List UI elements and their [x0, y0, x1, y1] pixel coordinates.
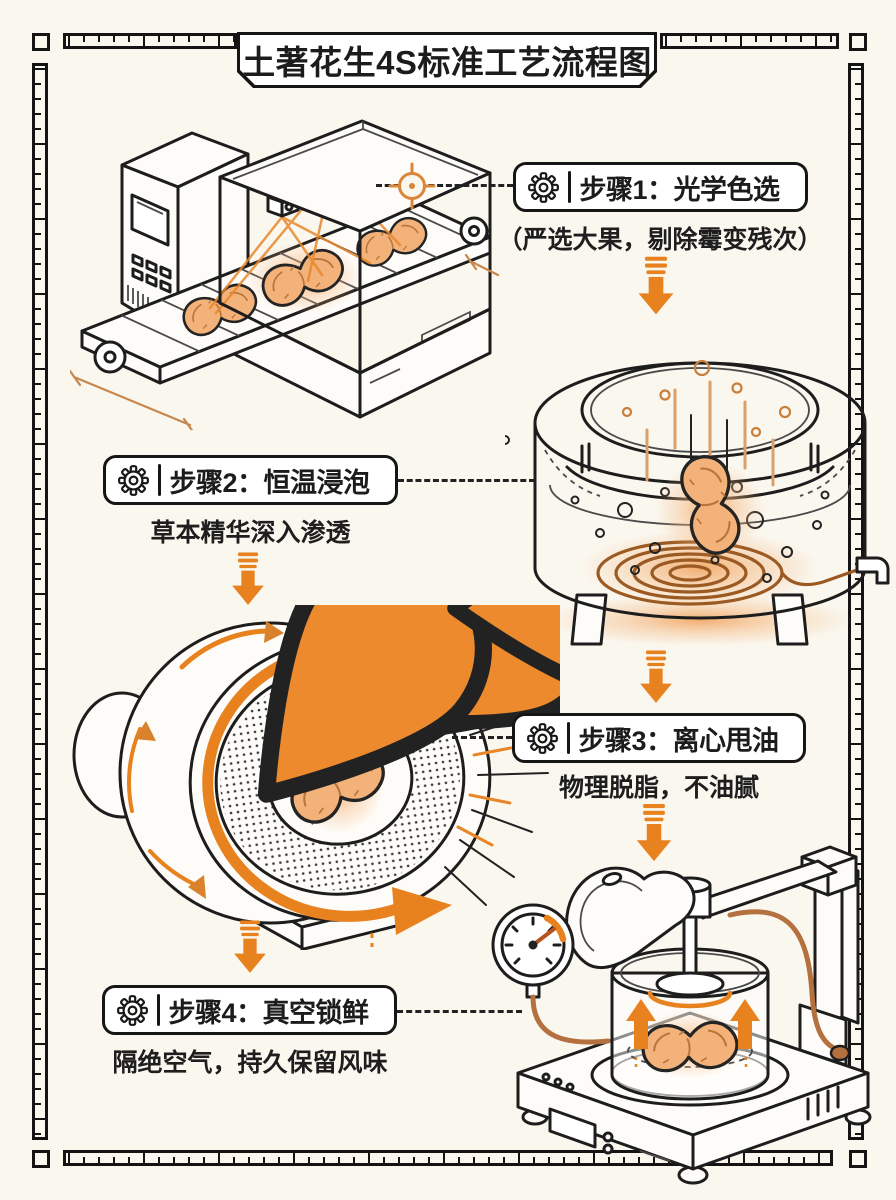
hoses [530, 909, 851, 1062]
title-banner: 土著花生4S标准工艺流程图 [237, 32, 657, 88]
illustration-vacuum-machine [491, 845, 872, 1185]
illustration-centrifuge [72, 605, 560, 950]
gear-icon [118, 465, 149, 496]
divider [158, 464, 161, 496]
down-arrow-icon [636, 650, 676, 704]
corner-mark [32, 33, 50, 51]
vacuum-up-arrow [626, 999, 760, 1049]
step-1-subtitle: （严选大果，剔除霉变残次） [497, 226, 823, 254]
down-arrow-icon [228, 551, 268, 607]
gear-icon [527, 723, 558, 754]
divider [567, 722, 570, 754]
down-arrow-icon [634, 256, 678, 316]
step-1-label-box: 步骤1：光学色选 [513, 162, 808, 212]
page-title: 土著花生4S标准工艺流程图 [242, 44, 652, 81]
step-3-subtitle: 物理脱脂，不油腻 [558, 774, 759, 802]
step-4-subtitle: 隔绝空气，持久保留风味 [112, 1049, 388, 1077]
rotation-arrows-small [127, 621, 284, 899]
spigot [855, 556, 890, 585]
dimension-lines [70, 253, 500, 430]
step-4-label-box: 步骤4：真空锁鲜 [102, 985, 397, 1035]
divider [568, 171, 571, 203]
down-arrow-icon [230, 920, 270, 974]
bubbles [505, 359, 830, 583]
dashed-connector [397, 1010, 522, 1013]
open-lid [565, 866, 696, 969]
step-2-subtitle: 草本精华深入渗透 [150, 519, 351, 547]
corner-mark [32, 1150, 50, 1168]
dashed-connector [452, 736, 512, 739]
step-4-label: 步骤4：真空锁鲜 [168, 997, 370, 1028]
pressure-gauge [491, 903, 575, 999]
corner-mark [849, 33, 867, 51]
gear-icon [528, 172, 559, 203]
ruler-right [848, 63, 864, 1140]
illustration-optical-color-sorter [70, 119, 500, 430]
step-1-label: 步骤1：光学色选 [579, 174, 781, 205]
support-column [683, 845, 860, 1067]
step-2-label: 步骤2：恒温浸泡 [169, 467, 371, 498]
step-3-label: 步骤3：离心甩油 [578, 725, 780, 756]
ruler-left [32, 63, 48, 1140]
step-3-label-box: 步骤3：离心甩油 [512, 713, 806, 763]
step-2-label-box: 步骤2：恒温浸泡 [103, 455, 398, 505]
ruler-top-left [63, 33, 237, 49]
corner-mark [849, 1150, 867, 1168]
dashed-connector [398, 479, 535, 482]
crosshair-icon [388, 162, 436, 210]
ruler-top-right [660, 33, 839, 49]
illustration-soaking-tank [505, 359, 890, 646]
dashed-connector [376, 184, 513, 187]
vacuum-chamber [610, 947, 770, 1101]
gear-icon [117, 995, 148, 1026]
ruler-bottom [63, 1150, 833, 1166]
glass-chamber [218, 119, 492, 375]
divider [157, 994, 160, 1026]
